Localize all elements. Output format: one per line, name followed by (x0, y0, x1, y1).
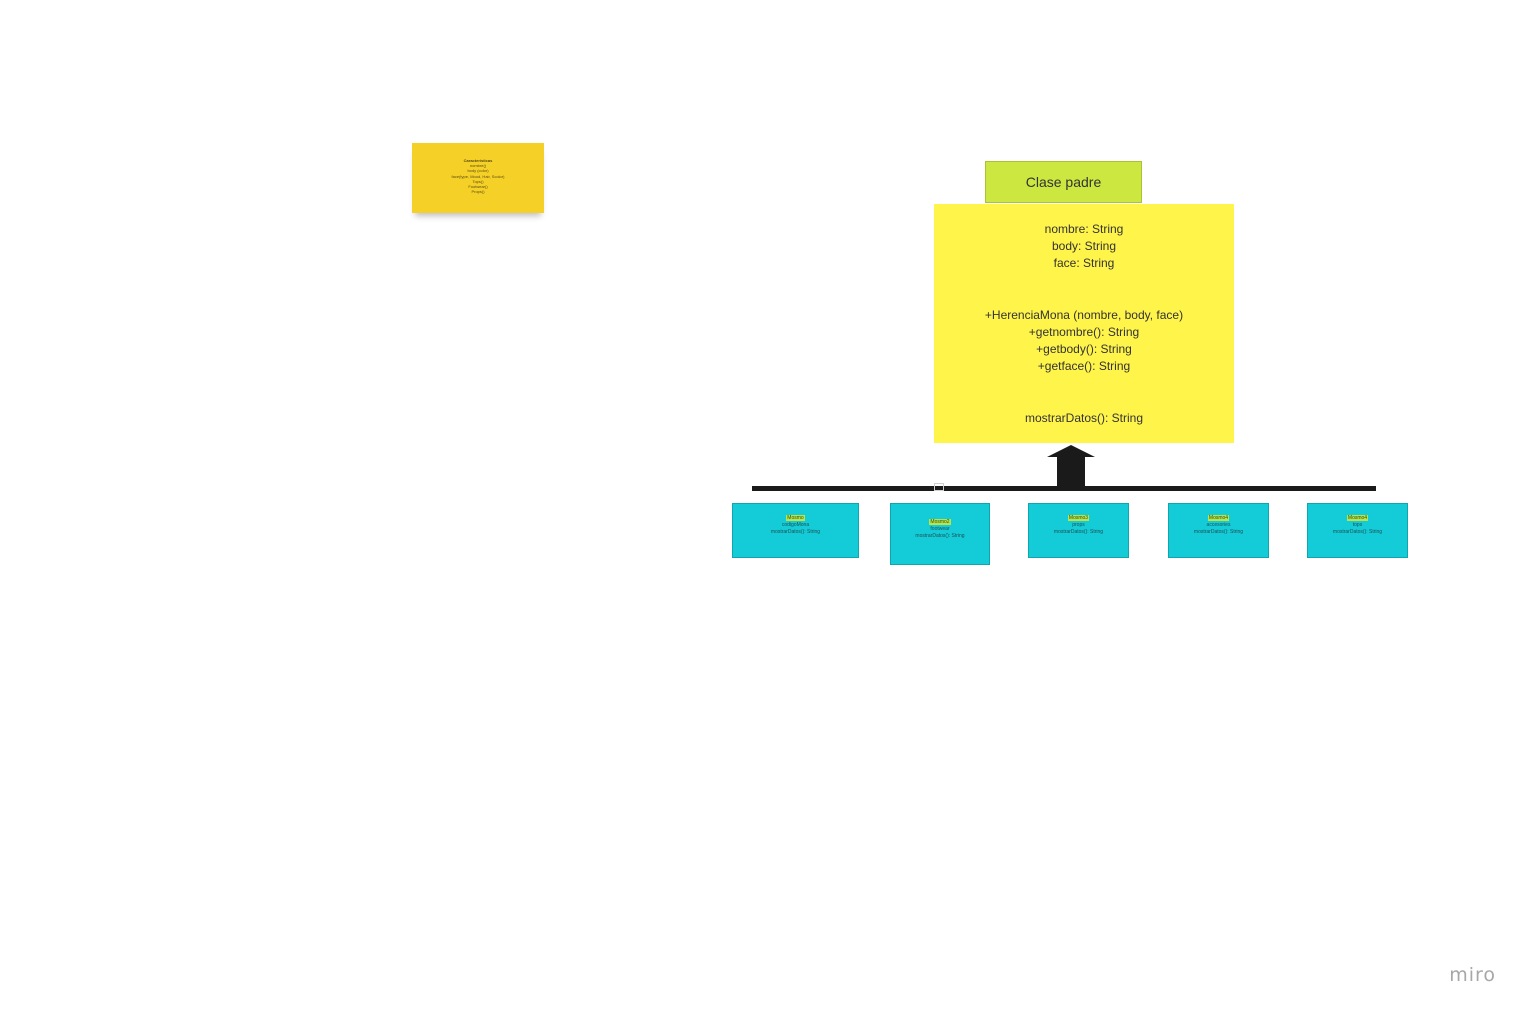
child-class-name: Mosmo2 (929, 519, 951, 525)
method-row: +getnombre(): String (1028, 325, 1140, 339)
child-class-box[interactable]: Mosmo2 footwear mostrarDatos(): String (890, 503, 990, 565)
extra-method-row: mostrarDatos(): String (1024, 411, 1144, 425)
attribute-row: face: String (1053, 256, 1115, 270)
sticky-line: face(type, Mood, Hair, Scolor) (451, 173, 505, 179)
attribute-row: body: String (1051, 239, 1117, 253)
child-class-box[interactable]: Mosmo codigoMona mostrarDatos(): String (732, 503, 859, 558)
connector-bar[interactable] (752, 486, 1376, 491)
sticky-title: Caracteristicas (463, 158, 493, 163)
child-class-field: tops (1352, 522, 1363, 528)
child-class-method: mostrarDatos(): String (770, 529, 821, 535)
method-row: +getbody(): String (1036, 342, 1132, 356)
method-row: +HerenciaMona (nombre, body, face) (984, 308, 1184, 322)
child-class-field: props (1072, 522, 1085, 528)
child-class-box[interactable]: Mosmo4 accesories mostrarDatos(): String (1168, 503, 1269, 558)
extra-method-group: mostrarDatos(): String (934, 410, 1234, 427)
sticky-line: nombre() (469, 163, 487, 169)
child-class-field: codigoMona (781, 522, 810, 528)
child-class-name: Mosmo4 (1346, 515, 1369, 521)
sticky-line: Footwear() (468, 184, 488, 190)
miro-logo: miro (1449, 964, 1496, 986)
sticky-note[interactable]: Caracteristicas nombre() body (color) fa… (412, 143, 544, 213)
attribute-row: nombre: String (1044, 222, 1124, 236)
child-class-method: mostrarDatos(): String (1332, 529, 1383, 535)
child-class-method: mostrarDatos(): String (1053, 529, 1104, 535)
sticky-line: Tops() (472, 178, 484, 184)
child-class-field: accesories (1206, 522, 1231, 528)
child-class-name: Mosmo3 (1067, 515, 1090, 521)
parent-class-body[interactable]: nombre: String body: String face: String… (934, 204, 1234, 443)
child-class-box[interactable]: Mosmo4 tops mostrarDatos(): String (1307, 503, 1408, 558)
parent-class-header[interactable]: Clase padre (985, 161, 1142, 203)
sticky-line: Props() (471, 189, 485, 195)
inheritance-arrow[interactable] (1047, 445, 1095, 487)
child-class-method: mostrarDatos(): String (1193, 529, 1244, 535)
parent-class-header-label: Clase padre (1025, 174, 1102, 190)
methods-group: +HerenciaMona (nombre, body, face) +getn… (934, 307, 1234, 375)
method-row: +getface(): String (1037, 359, 1131, 373)
child-class-field: footwear (930, 526, 950, 532)
connector-handle[interactable] (934, 483, 944, 491)
attributes-group: nombre: String body: String face: String (934, 221, 1234, 272)
child-class-method: mostrarDatos(): String (915, 533, 965, 539)
child-class-name: Mosmo (786, 515, 805, 521)
child-class-name: Mosmo4 (1207, 515, 1230, 521)
child-class-box[interactable]: Mosmo3 props mostrarDatos(): String (1028, 503, 1129, 558)
sticky-line: body (color) (467, 168, 489, 174)
